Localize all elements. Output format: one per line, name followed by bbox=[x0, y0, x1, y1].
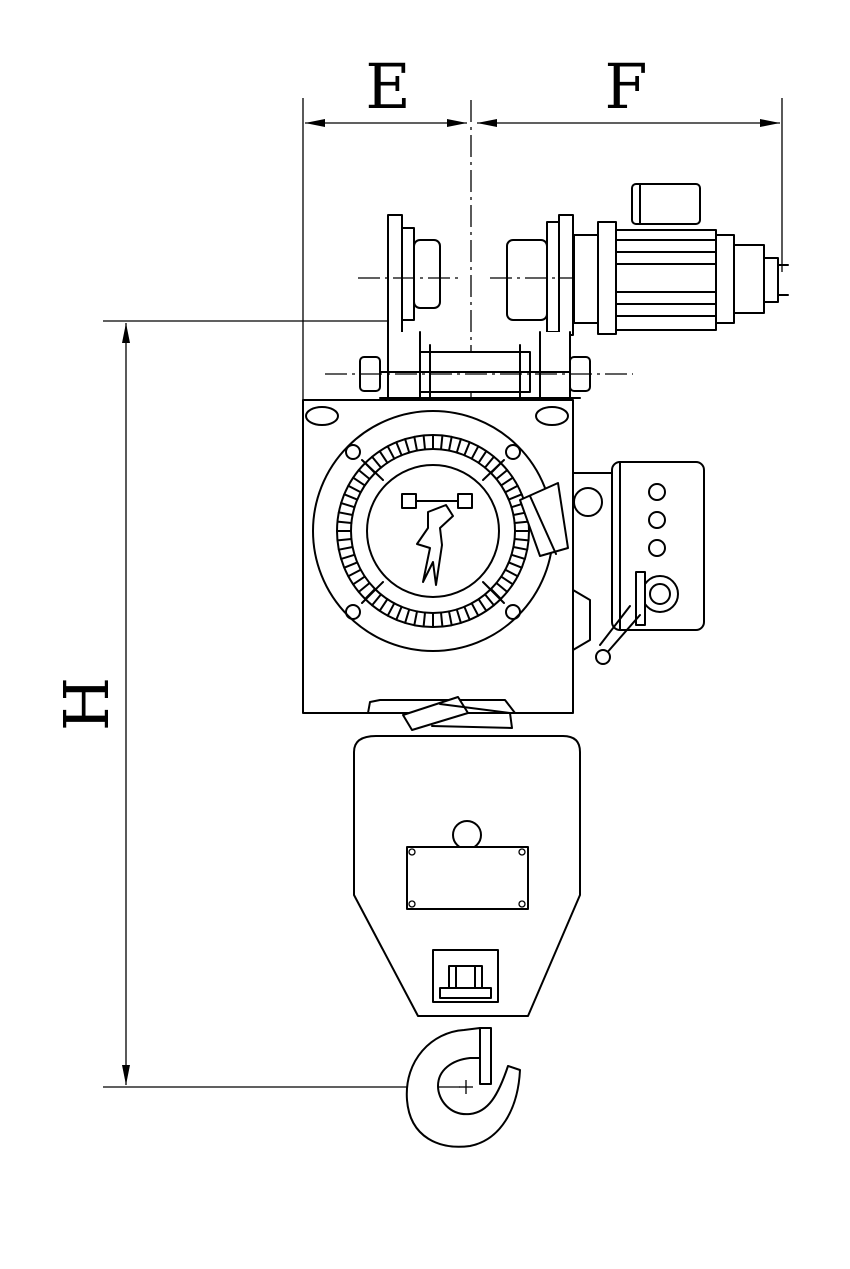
cooling-fin bbox=[455, 438, 462, 454]
control-box bbox=[572, 461, 705, 665]
cooling-fin bbox=[500, 476, 514, 487]
cooling-fin bbox=[395, 605, 403, 621]
cooling-fin bbox=[340, 553, 356, 560]
cooling-fin bbox=[413, 435, 418, 452]
cooling-fin bbox=[336, 538, 353, 542]
cooling-fin bbox=[386, 602, 396, 617]
cooling-fin bbox=[484, 455, 495, 469]
cooling-fin bbox=[463, 441, 471, 457]
cooling-fin bbox=[513, 538, 530, 542]
cooling-fin bbox=[507, 493, 523, 501]
rope-guide bbox=[367, 696, 516, 731]
cooling-fin bbox=[463, 605, 471, 621]
cooling-fin bbox=[395, 441, 403, 457]
cooling-fin bbox=[477, 450, 488, 464]
cooling-fin bbox=[371, 455, 382, 469]
cooling-fin bbox=[477, 598, 488, 612]
cooling-fin bbox=[404, 438, 411, 454]
dimension-e-f: E F bbox=[302, 50, 783, 410]
cooling-fin bbox=[448, 435, 453, 452]
cooling-fin bbox=[507, 561, 523, 569]
cooling-fin bbox=[455, 608, 462, 624]
cooling-fin bbox=[337, 546, 354, 551]
cooling-fin bbox=[470, 602, 480, 617]
cooling-fin bbox=[340, 502, 356, 509]
cooling-fin bbox=[510, 553, 526, 560]
dimension-h: H bbox=[50, 320, 460, 1088]
cooling-fin bbox=[495, 582, 509, 593]
hoist-motor bbox=[312, 410, 554, 652]
cooling-fin bbox=[495, 469, 509, 480]
emblem-logo bbox=[401, 493, 473, 586]
cooling-fin bbox=[404, 608, 411, 624]
cooling-fin bbox=[422, 611, 426, 628]
cooling-fin bbox=[343, 493, 359, 501]
dimension-label-e: E bbox=[365, 50, 410, 123]
cooling-fin bbox=[352, 575, 366, 586]
cooling-fin bbox=[386, 445, 396, 460]
cooling-fin bbox=[378, 598, 389, 612]
cooling-fin bbox=[440, 611, 444, 628]
brake-wedge bbox=[519, 482, 569, 557]
cooling-fin bbox=[347, 568, 362, 578]
cooling-fin bbox=[500, 575, 514, 586]
trolley-left-wheel bbox=[358, 214, 460, 334]
dimension-label-f: F bbox=[604, 50, 647, 123]
cooling-fin bbox=[378, 450, 389, 464]
trolley-right-wheel bbox=[490, 214, 640, 336]
cooling-fin bbox=[337, 511, 354, 516]
cooling-fin bbox=[357, 582, 371, 593]
cooling-fin bbox=[343, 561, 359, 569]
cooling-fin bbox=[440, 434, 444, 451]
cooling-fin bbox=[347, 484, 362, 494]
cooling-fin bbox=[448, 610, 453, 627]
cooling-fin bbox=[422, 434, 426, 451]
trolley-frame bbox=[325, 331, 633, 399]
travel-motor bbox=[573, 183, 789, 335]
cooling-fin bbox=[413, 610, 418, 627]
cooling-fin bbox=[336, 520, 353, 524]
cooling-fin bbox=[470, 445, 480, 460]
cooling-fin bbox=[371, 593, 382, 607]
cooling-fin bbox=[513, 520, 530, 524]
cooling-fin bbox=[504, 568, 519, 578]
hook bbox=[405, 1027, 521, 1148]
cooling-fin bbox=[357, 469, 371, 480]
dimension-label-h: H bbox=[50, 677, 123, 731]
cooling-fin bbox=[512, 546, 529, 551]
cooling-fin bbox=[504, 484, 519, 494]
hook-block bbox=[353, 735, 581, 1017]
cooling-fin bbox=[484, 593, 495, 607]
cooling-fin bbox=[352, 476, 366, 487]
